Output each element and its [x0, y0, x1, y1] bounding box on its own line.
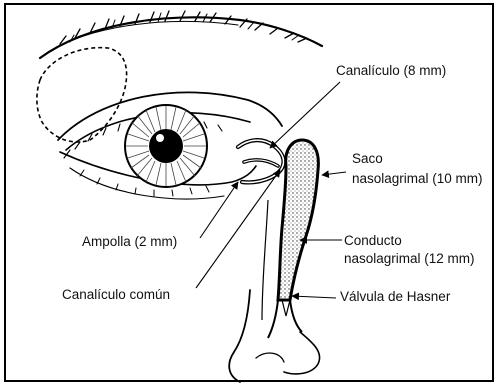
- label-ampolla: Ampolla (2 mm): [82, 233, 177, 250]
- nose: [229, 290, 319, 382]
- leader-canaliculo: [270, 82, 340, 148]
- label-saco-line2: nasolagrimal (10 mm): [352, 170, 483, 187]
- eyebrow: [40, 11, 322, 58]
- lacrimal-sac-and-duct: [262, 140, 318, 338]
- label-canaliculo-comun: Canalículo común: [62, 286, 170, 303]
- leader-saco: [322, 172, 346, 175]
- leader-ampolla: [200, 182, 238, 238]
- leader-canaliculo-comun: [196, 170, 280, 288]
- label-conducto-line1: Conducto: [344, 232, 402, 249]
- lacrimal-gland-outline: [37, 48, 127, 142]
- eye: [125, 105, 207, 187]
- label-canaliculo: Canalículo (8 mm): [336, 62, 446, 79]
- leader-valvula: [292, 296, 336, 298]
- label-conducto-line2: nasolagrimal (12 mm): [344, 250, 475, 267]
- label-valvula: Válvula de Hasner: [340, 288, 450, 305]
- label-saco-line1: Saco: [352, 150, 383, 167]
